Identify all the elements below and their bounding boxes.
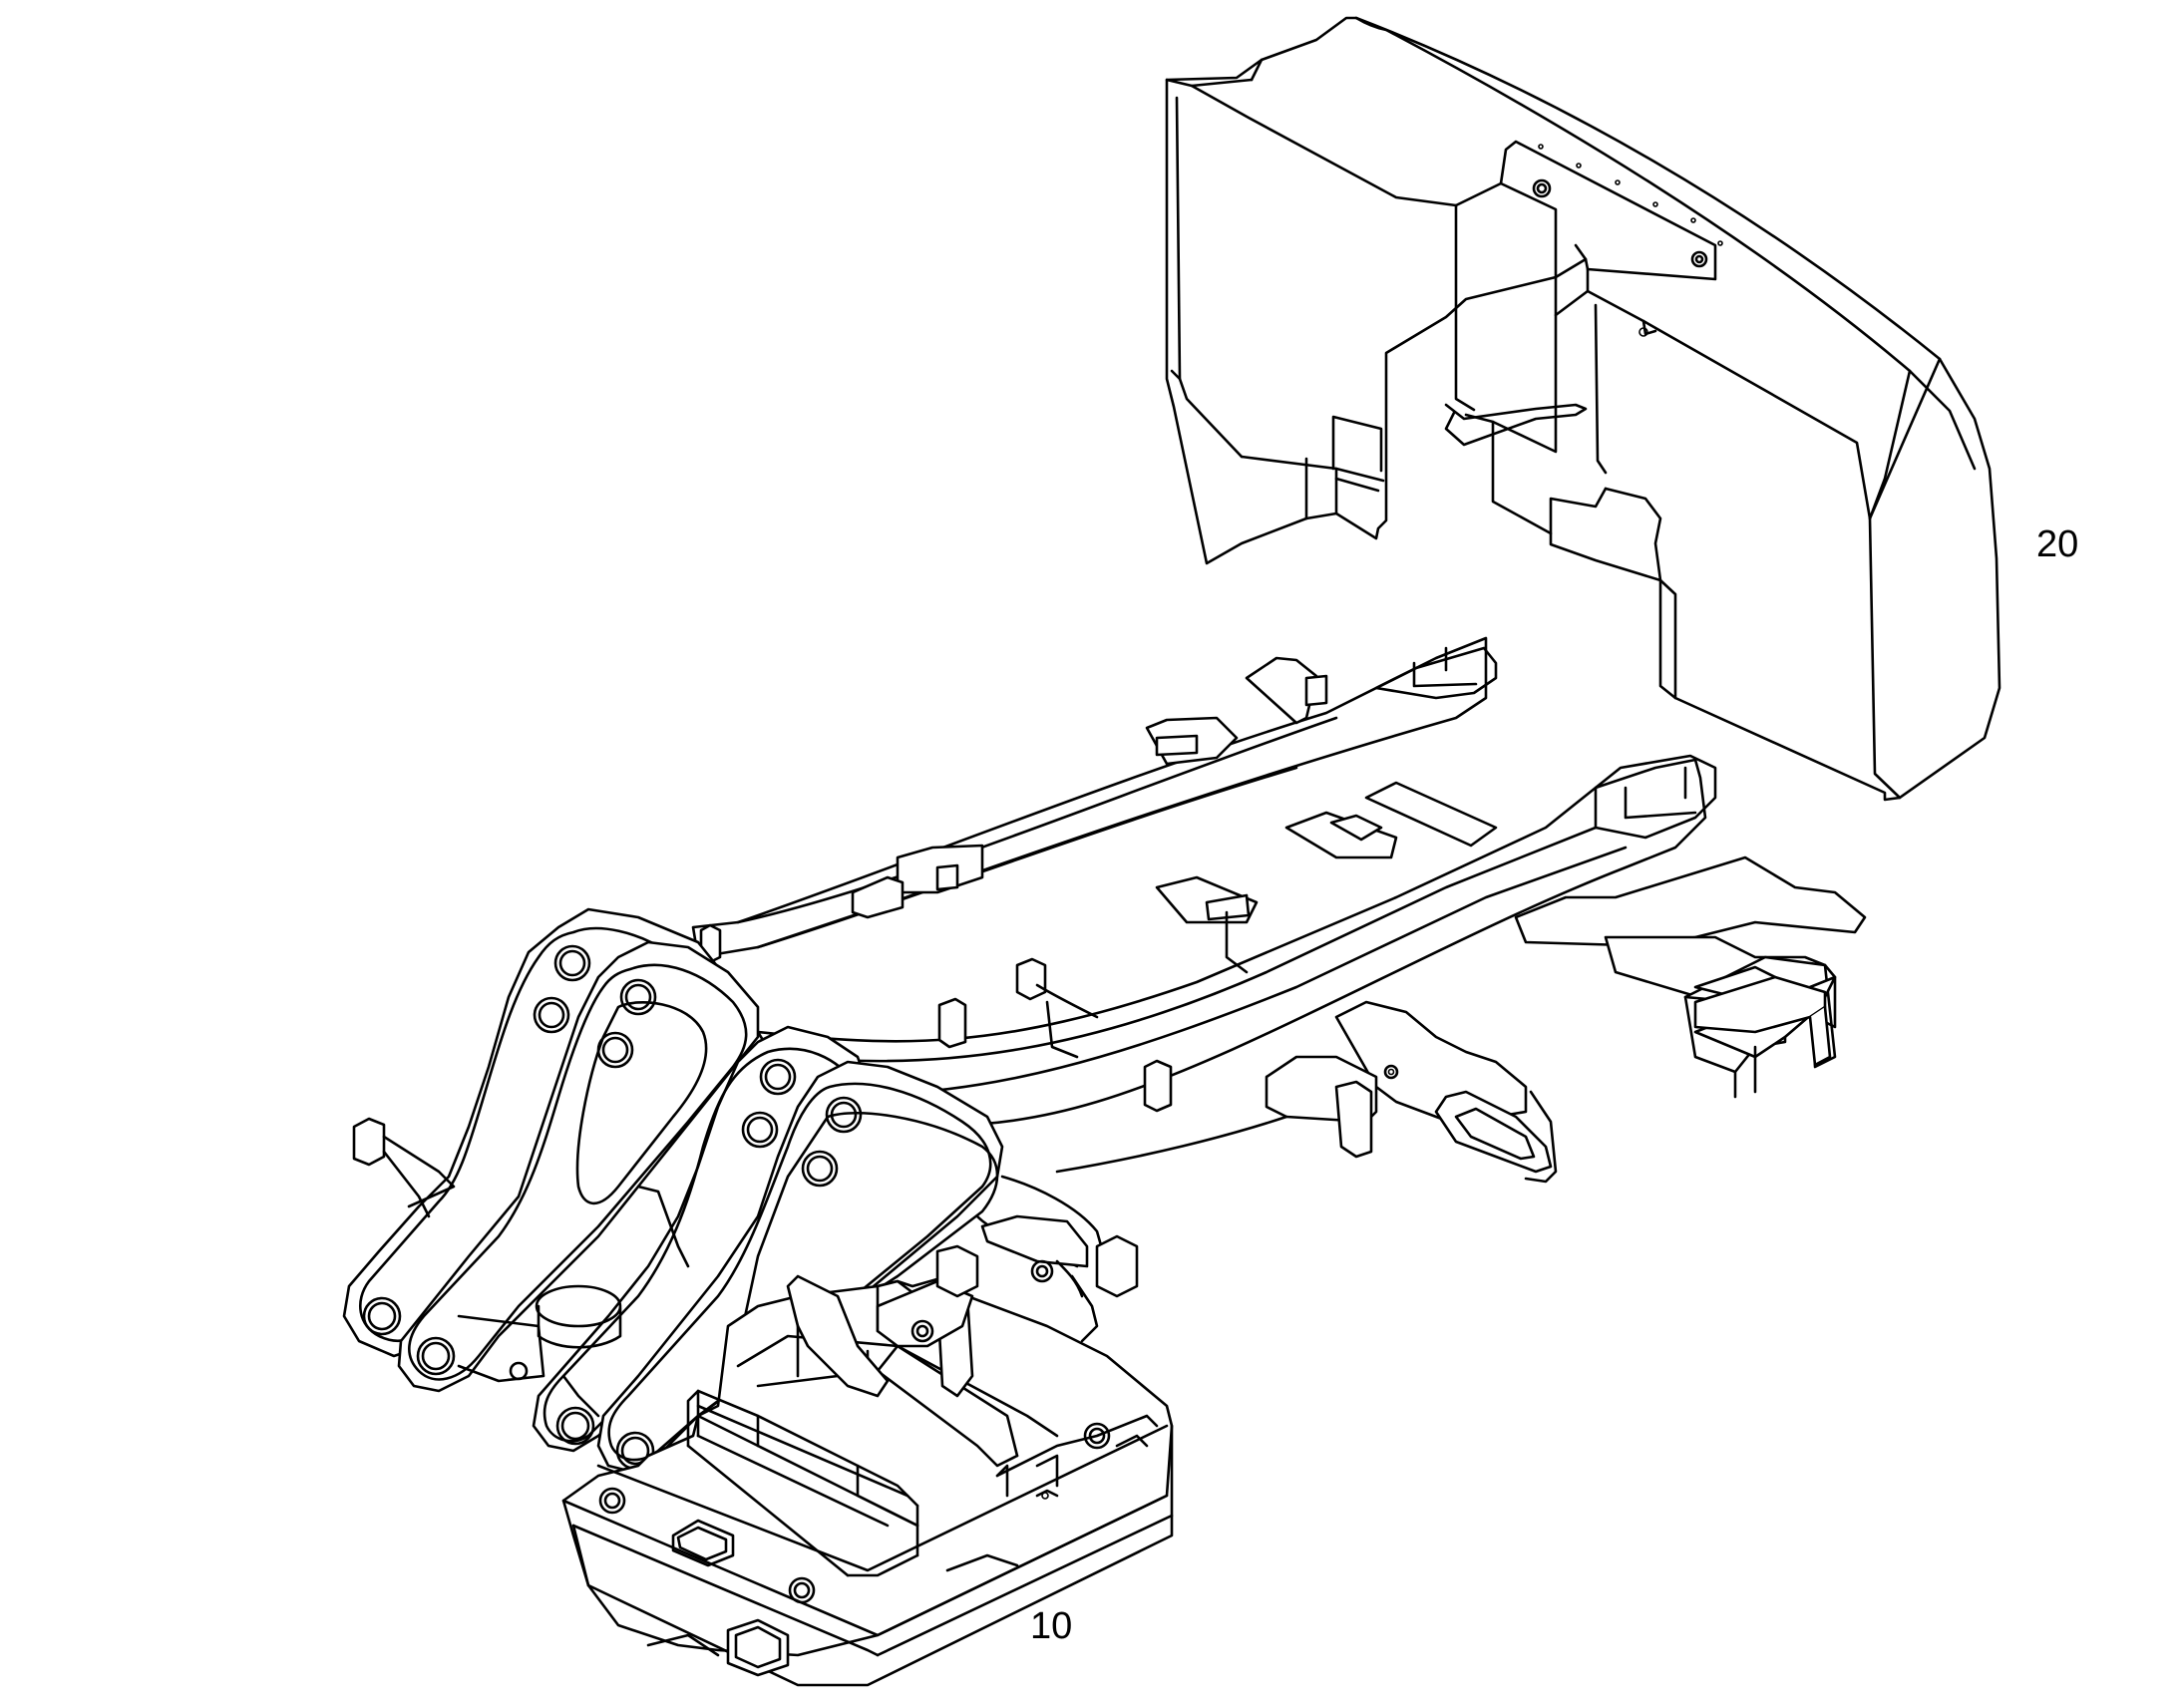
callout-part-20: 20 [2036,523,2079,565]
callout-part-10: 10 [1030,1605,1073,1647]
counterweight-part-20 [1165,16,2001,802]
frame-part-10 [342,636,1867,1687]
